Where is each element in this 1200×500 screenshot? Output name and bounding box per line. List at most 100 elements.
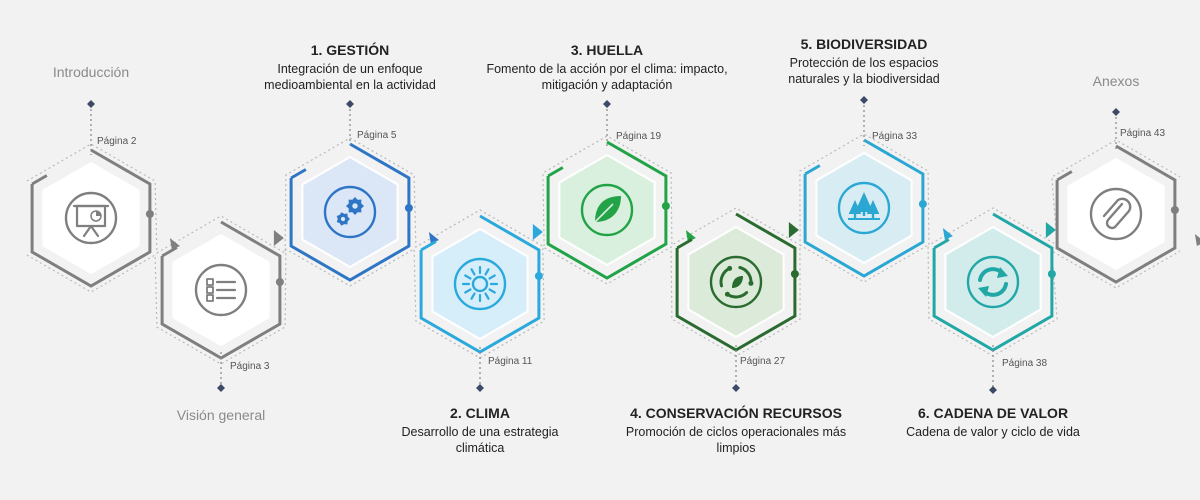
connector-diamond <box>346 100 354 108</box>
step-description: Promoción de ciclos operacionales más li… <box>625 425 847 455</box>
connector-dot <box>275 278 284 286</box>
page-reference-intro[interactable]: Página 2 <box>97 136 137 147</box>
flow-arrow <box>169 238 180 250</box>
leaf-icon <box>594 196 621 223</box>
page-reference-cadena[interactable]: Página 38 <box>1002 358 1048 369</box>
step-title: Anexos <box>1092 73 1140 89</box>
step-huella[interactable] <box>546 100 696 280</box>
step-title: 4. CONSERVACIÓN RECURSOS <box>630 405 842 421</box>
step-intro[interactable] <box>30 100 180 288</box>
step-biodiversidad[interactable] <box>803 96 953 278</box>
step-anexos[interactable] <box>1055 108 1200 284</box>
step-label-gestion: 1. GESTIÓN Integración de un enfoque medi… <box>240 42 460 93</box>
icon-circle <box>966 255 1020 309</box>
step-title: 3. HUELLA <box>570 42 644 58</box>
step-conservacion[interactable] <box>675 212 799 392</box>
step-description: Fomento de la acción por el clima: impac… <box>486 62 728 92</box>
connector-diamond <box>1112 108 1120 116</box>
step-title: 6. CADENA DE VALOR <box>917 405 1069 421</box>
hexagon-fill <box>944 225 1042 339</box>
step-title: Visión general <box>176 407 266 423</box>
step-gestion[interactable] <box>289 100 439 282</box>
step-cadena[interactable] <box>932 212 1056 394</box>
page-reference-biodiversidad[interactable]: Página 33 <box>872 131 918 142</box>
connector-dot <box>790 270 799 278</box>
flow-arrow <box>1194 234 1200 246</box>
page-reference-conservacion[interactable]: Página 27 <box>740 356 786 367</box>
step-label-huella: 3. HUELLA Fomento de la acción por el cli… <box>467 42 747 93</box>
icon-circle <box>580 183 634 237</box>
step-label-conservacion: 4. CONSERVACIÓN RECURSOS Promoción de cic… <box>621 405 851 456</box>
step-vision[interactable] <box>160 220 284 392</box>
hexagon-outline <box>803 138 925 278</box>
step-title: 5. BIODIVERSIDAD <box>800 36 928 52</box>
step-clima[interactable] <box>419 214 543 392</box>
presentation-board-icon <box>72 204 110 238</box>
step-description: Integración de un enfoque medioambiental… <box>264 62 436 92</box>
connector-diamond <box>603 100 611 108</box>
hexagon-outline <box>1055 144 1177 284</box>
page-reference-huella[interactable]: Página 19 <box>616 131 662 142</box>
connector-dot <box>918 200 927 208</box>
connector-diamond <box>476 384 484 392</box>
step-description: Cadena de valor y ciclo de vida <box>906 425 1080 439</box>
step-title: 1. GESTIÓN <box>310 42 390 58</box>
dotted-band-bottom <box>26 243 1181 365</box>
connector-dot <box>1170 206 1179 214</box>
recycle-icon <box>719 265 754 299</box>
list-icon <box>206 278 237 302</box>
hexagon-outline <box>675 212 797 352</box>
connector-diamond <box>217 384 225 392</box>
page-reference-clima[interactable]: Página 11 <box>488 356 533 367</box>
flow-arrow <box>532 224 543 240</box>
icon-circle <box>1089 187 1143 241</box>
gears-icon <box>336 197 364 226</box>
hexagon-outline <box>30 148 152 288</box>
hexagon-fill <box>1067 157 1165 271</box>
step-title: Introducción <box>52 64 130 80</box>
connector-dot <box>661 202 670 210</box>
page-reference-anexos[interactable]: Página 43 <box>1120 128 1166 139</box>
connector-dot <box>534 272 543 280</box>
flow-arrow <box>942 228 953 240</box>
step-title: 2. CLIMA <box>450 405 510 421</box>
hexagon-outline <box>546 140 668 280</box>
page-reference-vision[interactable]: Página 3 <box>230 361 270 372</box>
paperclip-icon <box>1102 197 1132 230</box>
step-label-clima: 2. CLIMA Desarrollo de una estrategia cli… <box>380 405 580 456</box>
connector-dot <box>1047 270 1056 278</box>
connector-diamond <box>87 100 95 108</box>
flow-arrow <box>685 230 696 242</box>
connector-dot <box>404 204 413 212</box>
icon-circle <box>453 257 507 311</box>
cycle-arrows-icon <box>978 267 1008 297</box>
hexagon-outline <box>289 142 411 282</box>
flow-arrow <box>1045 222 1056 238</box>
step-description: Protección de los espacios naturales y l… <box>788 56 940 86</box>
icon-circle <box>323 185 377 239</box>
hexagon-fill <box>431 227 529 341</box>
hexagon-outline <box>160 220 282 360</box>
sun-icon <box>461 265 499 303</box>
connector-diamond <box>732 384 740 392</box>
flow-arrow <box>428 232 439 244</box>
icon-circle <box>709 255 763 309</box>
flow-arrow <box>273 230 284 246</box>
trees-icon <box>848 192 880 220</box>
flow-arrow <box>788 222 799 238</box>
hexagon-outline <box>419 214 541 354</box>
step-label-anexos: Anexos <box>1056 73 1176 89</box>
step-label-intro: Introducción <box>1 64 181 80</box>
step-description: Desarrollo de una estrategia climática <box>401 425 559 455</box>
step-label-vision: Visión general <box>131 407 311 423</box>
page-reference-gestion[interactable]: Página 5 <box>357 130 397 141</box>
step-label-biodiversidad: 5. BIODIVERSIDAD Protección de los espaci… <box>764 36 964 87</box>
dotted-band-top <box>26 133 1181 255</box>
icon-circle <box>64 191 118 245</box>
icon-circle <box>194 263 248 317</box>
connector-diamond <box>860 96 868 104</box>
step-label-cadena: 6. CADENA DE VALOR Cadena de valor y cicl… <box>878 405 1108 440</box>
connector-diamond <box>989 386 997 394</box>
